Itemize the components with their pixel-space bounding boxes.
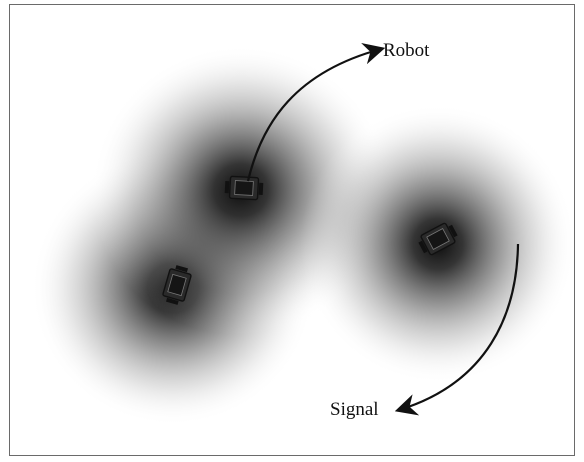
robot-right	[418, 222, 458, 256]
robot-icon	[162, 265, 192, 305]
curved-arrow-icon	[246, 42, 386, 182]
robot-lower-left	[162, 265, 192, 305]
signal-field-group	[31, 45, 576, 426]
curved-arrow-icon	[394, 243, 520, 416]
robot-label: Robot	[383, 40, 430, 61]
robot-icon	[224, 175, 264, 201]
robot-upper-left	[224, 175, 264, 201]
signal-label: Signal	[330, 399, 379, 420]
robot-icon	[418, 222, 458, 256]
